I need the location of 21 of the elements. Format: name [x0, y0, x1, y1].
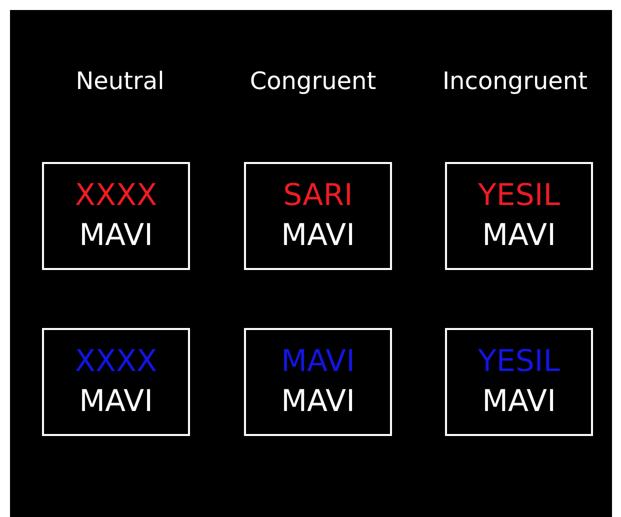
word: MAVI — [79, 217, 153, 255]
stimulus-box — [244, 162, 392, 270]
word: MAVI — [79, 383, 153, 421]
color-word: XXXX — [74, 177, 158, 215]
word: MAVI — [482, 383, 556, 421]
word: MAVI — [482, 217, 556, 255]
word: MAVI — [281, 383, 355, 421]
column-heading: Incongruent — [442, 67, 588, 95]
color-word: XXXX — [74, 343, 158, 381]
color-word: SARI — [283, 177, 353, 215]
column-heading: Neutral — [76, 67, 164, 95]
stimulus-box — [445, 328, 593, 436]
stimulus-box — [244, 328, 392, 436]
column-heading: Congruent — [250, 67, 376, 95]
color-word: MAVI — [281, 343, 355, 381]
stimulus-box — [42, 162, 190, 270]
color-word: YESIL — [478, 343, 560, 381]
stimulus-box — [42, 328, 190, 436]
color-word: YESIL — [478, 177, 560, 215]
word: MAVI — [281, 217, 355, 255]
stimulus-box — [445, 162, 593, 270]
